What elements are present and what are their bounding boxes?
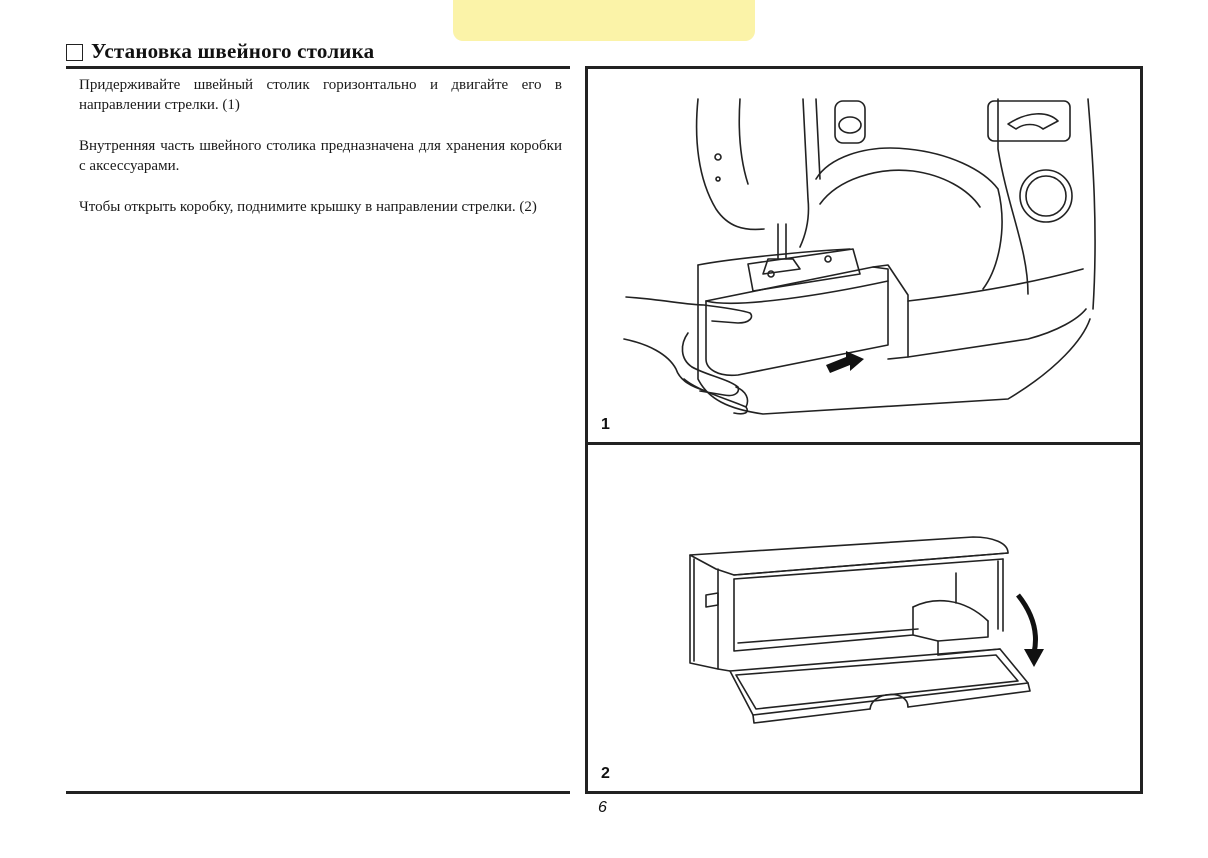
paragraph: Придерживайте швейный столик горизонталь…	[79, 77, 562, 113]
paragraph: Внутренняя часть швейного столика предна…	[79, 138, 562, 174]
figure-divider	[588, 442, 1140, 445]
header-tab-strip	[453, 0, 755, 41]
accessory-box-illustration	[689, 536, 1044, 724]
heading-rule	[66, 66, 570, 69]
figure-2-panel: 2	[588, 445, 1140, 791]
checkbox-icon	[66, 43, 83, 61]
section-title: Установка швейного столика	[91, 38, 375, 63]
page-number: 6	[598, 799, 607, 816]
footer-rule	[66, 791, 570, 794]
figure-number: 1	[601, 416, 610, 433]
paragraph: Чтобы открыть коробку, поднимите крышку …	[79, 199, 537, 215]
figure-number: 2	[601, 765, 610, 782]
figure-1-panel: 1	[588, 69, 1140, 442]
instruction-text: Придерживайте швейный столик горизонталь…	[79, 75, 562, 238]
figure-frame: 1	[585, 66, 1143, 794]
section-heading: Установка швейного столика	[66, 37, 374, 65]
sewing-machine-illustration	[623, 98, 1096, 415]
